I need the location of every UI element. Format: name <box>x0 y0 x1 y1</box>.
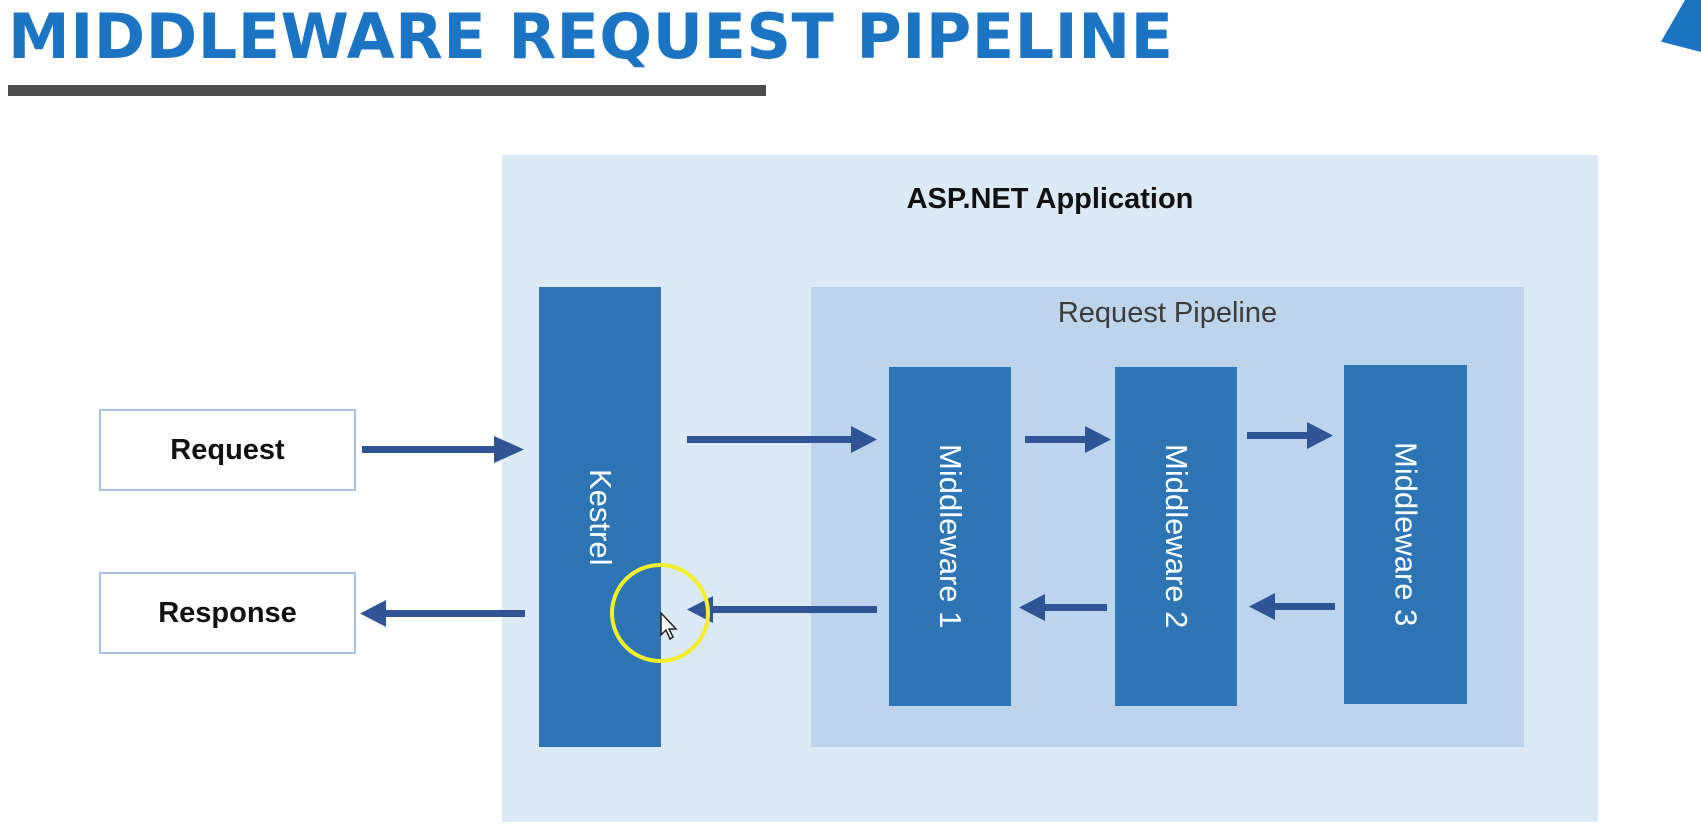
slide-title: MIDDLEWARE REQUEST PIPELINE <box>8 0 1174 73</box>
request-pipeline-label: Request Pipeline <box>1057 297 1278 329</box>
middleware-2-label: Middleware 2 <box>1159 444 1194 629</box>
middleware-3-block: Middleware 3 <box>1344 365 1467 704</box>
response-box: Response <box>99 572 356 654</box>
middleware-3-label: Middleware 3 <box>1388 442 1424 627</box>
arrow-kestrel-to-response <box>360 600 525 627</box>
kestrel-label: Kestrel <box>583 468 618 566</box>
middleware-2-block: Middleware 2 <box>1115 367 1237 706</box>
mouse-pointer-icon <box>660 611 678 641</box>
middleware-1-label: Middleware 1 <box>933 444 968 629</box>
request-label: Request <box>170 433 285 466</box>
corner-decoration <box>1661 0 1701 52</box>
aspnet-application-label: ASP.NET Application <box>906 183 1194 215</box>
cursor-highlight-ring <box>610 563 710 663</box>
request-box: Request <box>99 409 356 491</box>
middleware-1-block: Middleware 1 <box>889 367 1011 706</box>
arrow-request-to-kestrel <box>362 436 524 463</box>
response-label: Response <box>158 596 297 629</box>
title-underline <box>8 85 766 96</box>
kestrel-server-block: Kestrel <box>539 287 661 747</box>
